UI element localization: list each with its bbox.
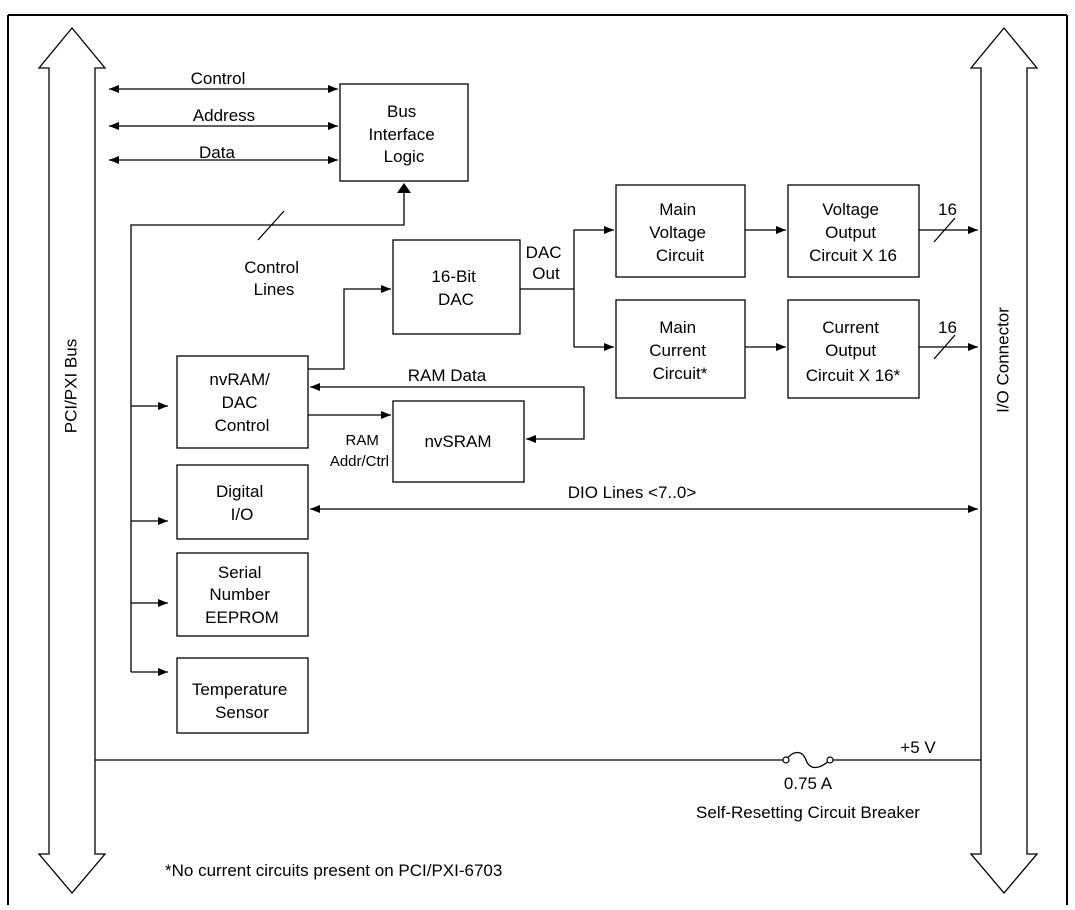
voltage-output-line3: Circuit X 16 — [809, 246, 897, 265]
circuit-breaker-symbol — [785, 751, 831, 769]
serial-eeprom-text: Serial Number EEPROM — [205, 563, 279, 627]
dac-16bit-text: 16-Bit DAC — [431, 267, 480, 309]
current-bus-width: 16 — [938, 318, 957, 337]
main-voltage-text: Main Voltage Circuit — [649, 200, 710, 265]
ram-addr-label: RAM Addr/Ctrl — [330, 432, 389, 470]
current-output-line3: Circuit X 16* — [806, 366, 901, 385]
bus-interface-logic-text: Bus Interface Logic — [369, 102, 440, 166]
control-signal-label: Control — [191, 69, 246, 88]
nvram-control-text: nvRAM/ DAC Control — [209, 370, 274, 435]
serial-eeprom-line1: Serial — [218, 563, 261, 582]
digital-io-line2: I/O — [231, 505, 254, 524]
breaker-terminal-right — [826, 756, 834, 764]
bus-interface-line3: Logic — [384, 147, 425, 166]
current-output-line2: Output — [825, 341, 876, 360]
dac-line2: DAC — [438, 290, 474, 309]
control-lines-bus — [130, 189, 405, 672]
control-lines-slash — [257, 210, 285, 241]
temperature-sensor-line1: Temperature — [192, 680, 287, 699]
breaker-terminal-left — [782, 756, 790, 764]
voltage-output-line1: Voltage — [822, 200, 879, 219]
nvram-control-line2: DAC — [222, 393, 258, 412]
nvsram-label: nvSRAM — [424, 432, 491, 451]
address-signal-label: Address — [193, 106, 255, 125]
footnote: *No current circuits present on PCI/PXI-… — [165, 861, 502, 880]
voltage-output-text: Voltage Output Circuit X 16 — [809, 200, 897, 265]
main-current-line3: Circuit* — [653, 364, 708, 383]
nvsram-block — [392, 400, 525, 483]
bus-interface-logic-block — [339, 83, 469, 182]
data-signal-label: Data — [199, 143, 235, 162]
main-current-text: Main Current Circuit* — [649, 318, 710, 383]
breaker-rating-label: 0.75 A — [784, 774, 833, 793]
temperature-sensor-block — [176, 657, 309, 734]
ram-addr-label-1: RAM — [345, 432, 378, 449]
temperature-sensor-text: Temperature Sensor — [192, 680, 292, 722]
io-connector-arrow — [969, 26, 1039, 895]
pci-pxi-bus-label: PCI/PXI Bus — [61, 339, 80, 433]
main-voltage-circuit-block — [615, 184, 746, 278]
ram-addr-label-2: Addr/Ctrl — [330, 453, 389, 470]
voltage-bus-slash — [933, 217, 956, 243]
dac-16bit-block — [392, 239, 521, 335]
pci-pxi-bus-arrow — [37, 26, 107, 895]
nvram-control-line1: nvRAM/ — [209, 370, 270, 389]
serial-eeprom-block — [176, 552, 309, 637]
temperature-sensor-line2: Sensor — [215, 703, 269, 722]
nvram-control-line3: Control — [215, 416, 270, 435]
dac-line1: 16-Bit — [431, 267, 476, 286]
main-voltage-line3: Circuit — [656, 246, 704, 265]
current-output-circuit-block — [787, 299, 920, 399]
digital-io-line1: Digital — [216, 482, 263, 501]
voltage-output-circuit-block — [787, 184, 920, 278]
control-lines-label: Control Lines — [244, 258, 304, 299]
voltage-output-line2: Output — [825, 223, 876, 242]
nvram-dac-control-block — [176, 355, 309, 449]
control-lines-label-2: Lines — [254, 280, 295, 299]
digital-io-block — [176, 464, 309, 540]
bus-interface-line2: Interface — [369, 125, 435, 144]
ram-data-arrow — [310, 383, 585, 443]
current-output-line1: Current — [822, 318, 879, 337]
dio-lines-label: DIO Lines <7..0> — [568, 483, 697, 502]
dac-out-label: DAC Out — [526, 243, 567, 283]
current-output-text: Current Output Circuit X 16* — [806, 318, 901, 385]
dac-out-label-2: Out — [532, 264, 560, 283]
dac-out-label-1: DAC — [526, 243, 562, 262]
voltage-bus-width: 16 — [938, 200, 957, 219]
serial-eeprom-line2: Number — [209, 585, 270, 604]
supply-voltage-label: +5 V — [900, 738, 936, 757]
control-lines-label-1: Control — [244, 258, 299, 277]
main-current-line1: Main — [659, 318, 696, 337]
main-current-line2: Current — [649, 341, 706, 360]
main-current-circuit-block — [615, 299, 746, 399]
bus-interface-line1: Bus — [387, 102, 416, 121]
breaker-name-label: Self-Resetting Circuit Breaker — [696, 803, 920, 822]
io-connector-label: I/O Connector — [993, 307, 1012, 413]
main-voltage-line1: Main — [659, 200, 696, 219]
current-bus-slash — [933, 334, 956, 360]
control-lines-arrowhead — [397, 183, 411, 193]
nvram-to-dac-arrow — [308, 285, 391, 370]
digital-io-text: Digital I/O — [216, 482, 268, 524]
ram-data-label: RAM Data — [408, 366, 487, 385]
dac-to-voltage-arrow — [573, 226, 614, 347]
serial-eeprom-line3: EEPROM — [205, 608, 279, 627]
main-voltage-line2: Voltage — [649, 223, 706, 242]
